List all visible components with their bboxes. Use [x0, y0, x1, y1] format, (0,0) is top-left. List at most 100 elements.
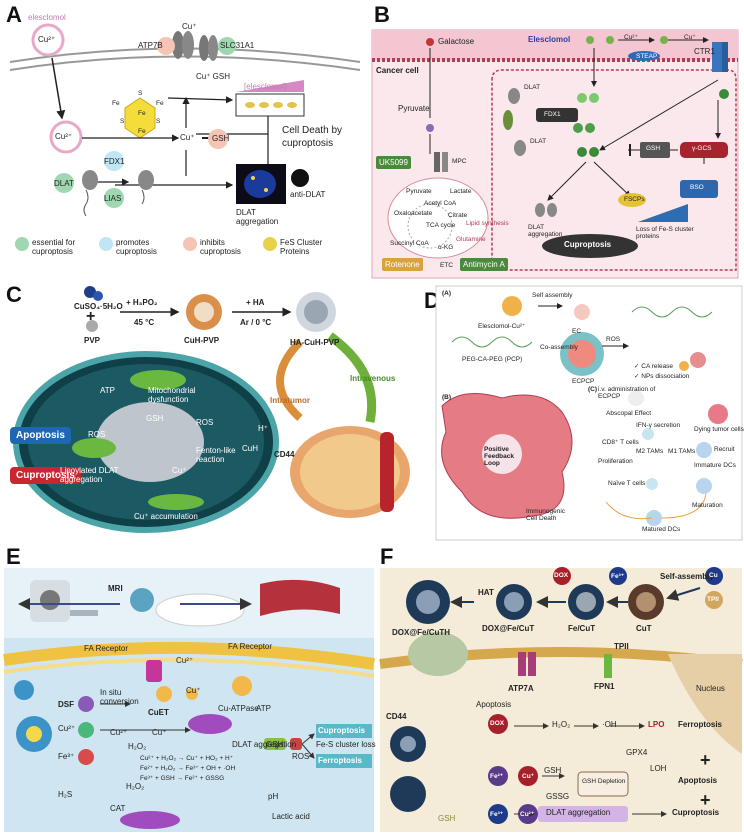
akg-label: α-KG	[438, 244, 454, 251]
precursor-label: CuSO₄·5H₂O	[74, 302, 123, 311]
cd8-label: CD8⁺ T cells	[602, 439, 639, 446]
maturation-label: Maturation	[692, 502, 723, 509]
tca-label: TCA cycle	[426, 222, 456, 229]
ferroptosis-label: Ferroptosis	[678, 720, 723, 729]
abscopal-label: Abscopal Effect	[606, 410, 652, 417]
in-situ-label: In situ conversion	[100, 688, 139, 706]
dox-fe-cut-label: DOX@Fe/CuT	[482, 624, 535, 633]
pyruvate2-label: Pyruvate	[406, 188, 432, 195]
cuproptosis-label: Cuproptosis	[672, 808, 720, 817]
fa-receptor2-label: FA Receptor	[228, 642, 273, 651]
hat-label: HAT	[478, 588, 494, 597]
bso-label: BSO	[690, 184, 704, 191]
cu-plus-label: Cu⁺	[186, 686, 201, 695]
panel-d-drawing	[435, 285, 743, 541]
fes-atom: Fe	[112, 100, 120, 107]
dlat-agg-label: DLAT aggregation	[528, 224, 563, 238]
legend-label: promotes cuproptosis	[116, 238, 157, 256]
fes-atom: Fe	[138, 110, 146, 117]
cat-label: CAT	[110, 804, 126, 813]
panel-b-drawing	[371, 29, 739, 279]
gsh-label: GSH	[646, 145, 661, 152]
lactic-label: Lactic acid	[272, 812, 310, 821]
fescps-label: FSCPs	[624, 196, 645, 203]
fenton-label: Fenton-like reaction	[196, 446, 236, 464]
gssg-label: GSSG	[546, 792, 570, 801]
plus1-label: +	[700, 750, 711, 770]
m2-label: M2 TAMs	[636, 448, 664, 455]
antimycin-box: Antimycin A	[460, 258, 508, 271]
apoptosis-label: Apoptosis	[476, 700, 512, 709]
fa-receptor1-label: FA Receptor	[84, 644, 129, 653]
iv-admin-label: i.v. administration of ECPCP	[598, 386, 656, 400]
legend-label: FeS Cluster Proteins	[280, 238, 323, 256]
sub-a-label: (A)	[442, 290, 452, 297]
rotenone-box: Rotenone	[382, 258, 423, 271]
cuproptosis-label: Cuproptosis	[318, 726, 366, 735]
dlat-aggregation-label: DLAT aggregation	[236, 208, 279, 226]
gsh-mid-label: GSH	[212, 134, 230, 143]
fpn1-label: FPN1	[594, 682, 615, 691]
elesclomol-bar-label: [elesclomol]	[244, 82, 287, 91]
cuproptosis-pill: Cuproptosis	[10, 467, 81, 484]
panel-a-drawing	[9, 23, 361, 251]
fes-atom: S	[156, 118, 161, 125]
intratumor-label: Intratumor	[270, 396, 310, 405]
rxn3-label: Fe³⁺ + GSH → Fe²⁺ + GSSG	[140, 775, 225, 782]
slc31a1-label: SLC31A1	[220, 41, 255, 50]
plus-label: +	[86, 308, 96, 325]
legend-label: inhibits cuproptosis	[200, 238, 241, 256]
panel-b: B	[368, 0, 744, 280]
prolif-label: Proliferation	[598, 458, 633, 465]
rxn2-label: Fe²⁺ + H₂O₂ → Fe³⁺ + OH + ·OH	[140, 765, 236, 772]
ecpcp-label: ECPCP	[572, 378, 595, 385]
ros-label: ROS	[606, 336, 621, 343]
positive-loop-label: Positive Feedback Loop	[484, 446, 514, 467]
panel-label-f: F	[380, 544, 394, 569]
h2o2-a-label: H₂O₂	[128, 742, 147, 751]
panel-f-drawing	[379, 567, 743, 832]
cu2-label: Cu²⁺	[176, 656, 194, 665]
acetyl-coa-label: Acetyl CoA	[424, 200, 457, 207]
gsh-depletion-label: GSH Depletion	[582, 778, 626, 785]
cu-accum-label: Cu⁺ accumulation	[134, 512, 198, 521]
h2o2-b-label: H₂O₂	[126, 782, 145, 791]
h-plus-label: H⁺	[258, 424, 268, 433]
plus2-label: +	[700, 790, 711, 810]
panel-c-drawing	[13, 286, 410, 533]
cd44-label: CD44	[386, 712, 407, 721]
cell-death-label: Cell Death by cuproptosis	[282, 125, 343, 149]
fe-badge: Fe³⁺	[611, 573, 625, 580]
cut-label: CuT	[636, 624, 652, 633]
uk5099-box: UK5099	[376, 156, 411, 169]
fes-loss-label: Fe-S cluster loss	[316, 740, 376, 749]
panel-label-b: B	[374, 2, 390, 27]
fes-atom: Fe	[138, 128, 146, 135]
elesclomol-label: Elesclomol	[528, 35, 571, 44]
citrate-label: Citrate	[448, 212, 468, 219]
panel-e: E	[0, 544, 376, 834]
ph-label: pH	[268, 792, 279, 801]
dox-fe-cuthi-label: DOX@Fe/CuTH	[392, 628, 451, 637]
atp7b-label: ATP7B	[138, 41, 163, 50]
gsh-label: GSH	[146, 414, 164, 423]
fes-atom: S	[120, 118, 125, 125]
ifn-label: IFN-γ secretion	[636, 422, 681, 429]
cu-gsh-label: Cu⁺ GSH	[196, 72, 231, 81]
gsh-low-label: GSH	[438, 814, 456, 823]
cuh-label: CuH	[242, 444, 259, 453]
gpx4-label: GPX4	[626, 748, 648, 757]
panel-d: D (A) (B) (C) Self assembly EC Elesclomo…	[422, 282, 744, 542]
dlat-top-label: DLAT	[524, 84, 541, 91]
panel-label-a: A	[6, 2, 22, 27]
fdx1-label: FDX1	[544, 111, 561, 118]
oh-label: ·OH	[602, 720, 617, 729]
ros-label: ROS	[88, 430, 106, 439]
step2-cond-label: Ar / 0 °C	[240, 318, 272, 327]
cu-plus-top-label: Cu⁺	[182, 22, 197, 31]
dlat-mid-label: DLAT	[530, 138, 547, 145]
step2-label: + HA	[246, 298, 265, 307]
fe2-label: Fe²⁺	[490, 773, 504, 780]
step1-label: + H₃PO₂	[126, 298, 158, 307]
atp-label: ATP	[256, 704, 271, 713]
